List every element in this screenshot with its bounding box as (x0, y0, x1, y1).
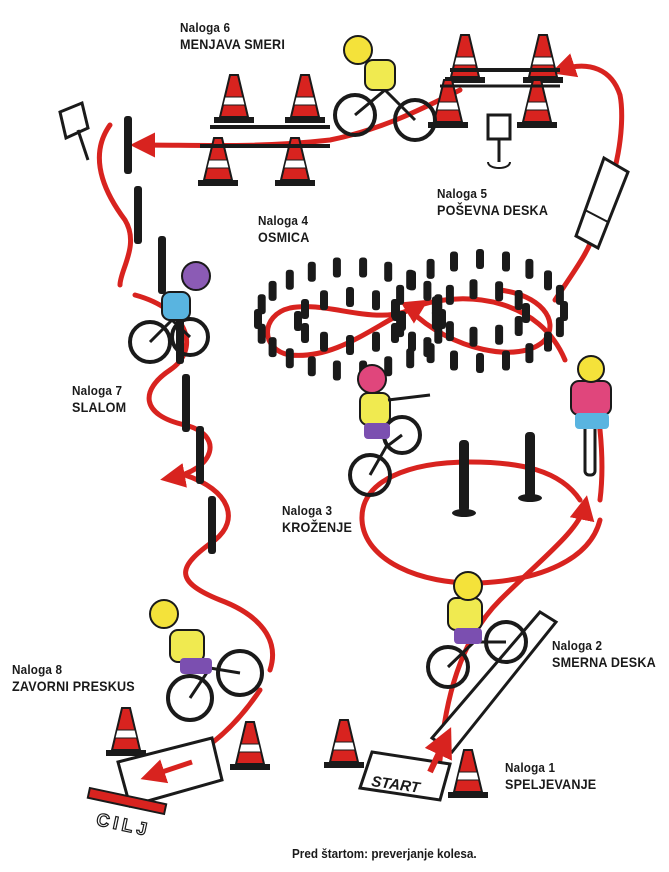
station-2-label: Naloga 2 SMERNA DESKA (552, 638, 656, 670)
bollard-icon (470, 279, 478, 299)
bollard-icon (346, 287, 354, 307)
bollard-icon (450, 252, 458, 272)
bollard-icon (476, 249, 484, 269)
traffic-cone-icon (324, 720, 364, 768)
bicycle-rider-icon (150, 600, 262, 720)
bollard-icon (525, 343, 533, 363)
bollard-icon (525, 259, 533, 279)
bollard-icon (502, 252, 510, 272)
station-3-label: Naloga 3 KROŽENJE (282, 503, 352, 535)
bollard-icon (269, 337, 277, 357)
slanted-board (576, 158, 628, 248)
bicycle-rider-icon (130, 262, 210, 362)
bollard-icon (258, 294, 266, 314)
bollard-icon (320, 290, 328, 310)
direction-change-station (198, 35, 563, 186)
bollard-icon (544, 332, 552, 352)
bollard-icon (294, 311, 302, 331)
traffic-cone-icon (285, 75, 325, 123)
pre-start-note: Pred štartom: preverjanje kolesa. (292, 846, 477, 861)
station-6-label: Naloga 6 MENJAVA SMERI (180, 20, 285, 52)
bollard-icon (522, 303, 530, 323)
traffic-cone-icon (445, 35, 485, 83)
bollard-icon (372, 332, 380, 352)
bollard-icon (470, 327, 478, 347)
traffic-cone-icon (230, 722, 270, 770)
traffic-cone-icon (214, 75, 254, 123)
bollard-icon (286, 270, 294, 290)
bollard-icon (308, 262, 316, 282)
bicycle-rider-icon (350, 365, 430, 495)
bollard-icon (408, 270, 416, 290)
bollard-icon (427, 343, 435, 363)
bollard-icon (396, 285, 404, 305)
bollard-icon (308, 356, 316, 376)
bollard-icon (408, 332, 416, 352)
bollard-icon (544, 270, 552, 290)
bollard-icon (515, 316, 523, 336)
traffic-cone-icon (523, 35, 563, 83)
bollard-icon (515, 290, 523, 310)
bollard-icon (333, 361, 341, 381)
bollard-icon (495, 325, 503, 345)
bollard-icon (346, 335, 354, 355)
bollard-icon (301, 299, 309, 319)
circle-bollards (452, 432, 542, 517)
traffic-cone-icon (106, 708, 146, 756)
bollard-icon (333, 258, 341, 278)
station-7-label: Naloga 7 SLALOM (72, 383, 126, 415)
bollard-icon (320, 332, 328, 352)
signpost-icon (60, 103, 88, 160)
bollard-icon (423, 281, 431, 301)
bicycle-rider-icon (571, 356, 611, 475)
bollard-icon (446, 285, 454, 305)
bollard-icon (556, 317, 564, 337)
bollard-icon (384, 262, 392, 282)
finish-label: CILJ (95, 809, 153, 840)
bollard-icon (432, 296, 440, 316)
direction-board (432, 612, 556, 752)
bollard-icon (269, 281, 277, 301)
bollard-icon (476, 353, 484, 373)
station-4-label: Naloga 4 OSMICA (258, 213, 309, 245)
signpost-icon (488, 115, 510, 168)
bollard-icon (556, 285, 564, 305)
bollard-icon (301, 323, 309, 343)
station-5-label: Naloga 5 POŠEVNA DESKA (437, 186, 548, 218)
bollard-icon (372, 290, 380, 310)
bollard-icon (446, 321, 454, 341)
bollard-icon (502, 351, 510, 371)
bollard-icon (286, 348, 294, 368)
bollard-icon (427, 259, 435, 279)
traffic-cone-icon (448, 750, 488, 798)
bollard-icon (359, 258, 367, 278)
bollard-icon (495, 281, 503, 301)
bollard-icon (450, 351, 458, 371)
station-1-label: Naloga 1 SPELJEVANJE (505, 760, 596, 792)
station-8-label: Naloga 8 ZAVORNI PRESKUS (12, 662, 135, 694)
